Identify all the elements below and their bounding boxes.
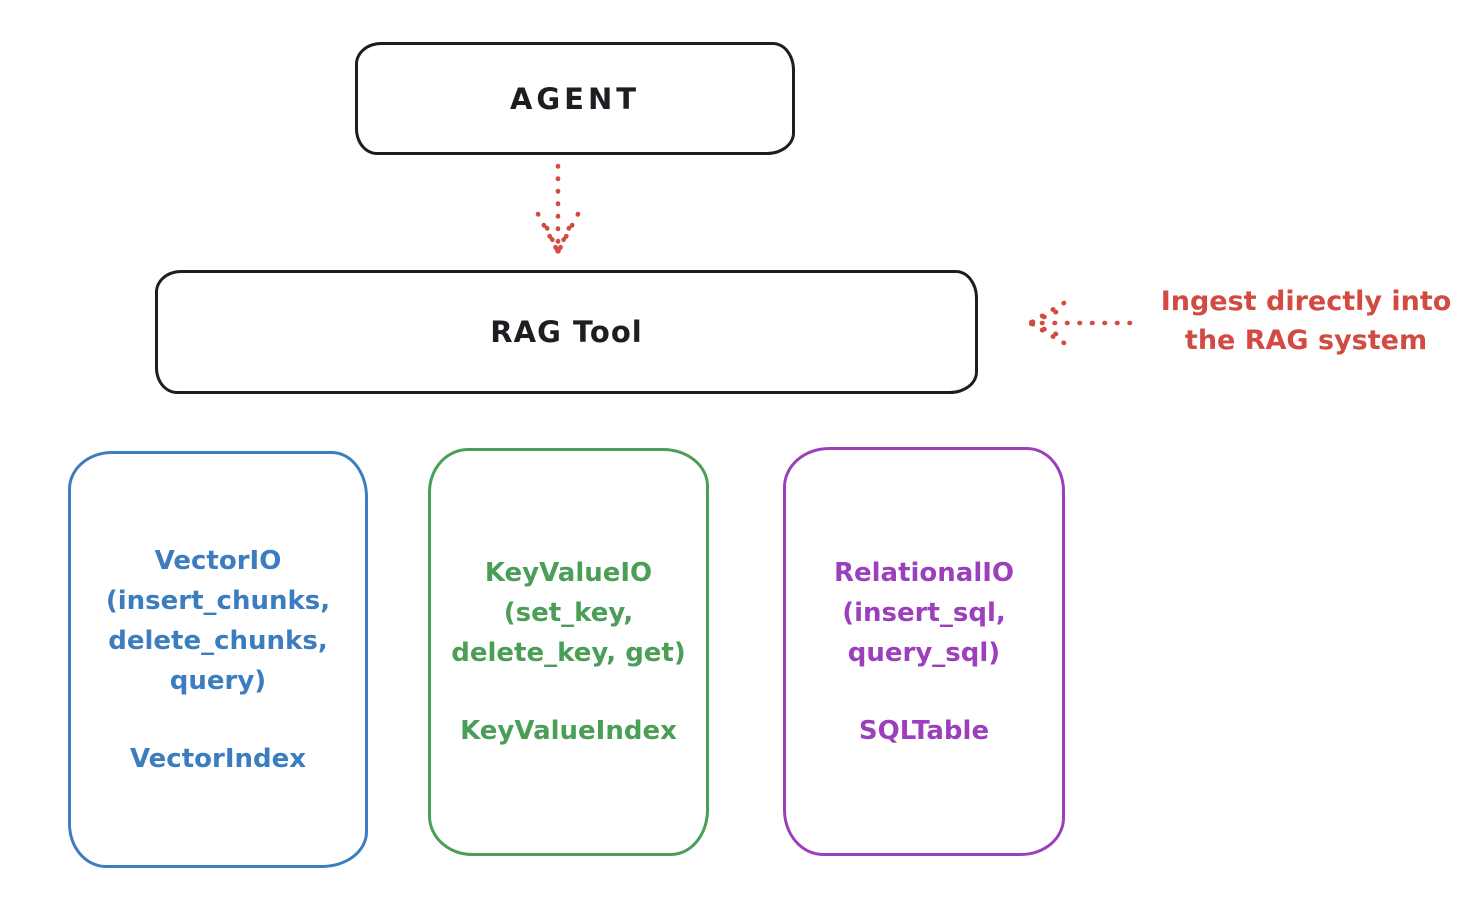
rag-tool-node: RAG Tool: [155, 270, 978, 394]
keyvalue-io-methods-line1: (set_key,: [503, 598, 634, 628]
keyvalue-io-methods-line2: delete_key, get): [451, 638, 686, 668]
vector-io-box: VectorIO (insert_chunks, delete_chunks, …: [68, 451, 368, 868]
keyvalue-io-box: KeyValueIO (set_key, delete_key, get) Ke…: [428, 448, 709, 856]
vector-io-methods-line2: delete_chunks,: [108, 625, 328, 656]
keyvalue-io-title: KeyValueIO: [484, 558, 653, 588]
vector-io-methods-line1: (insert_chunks,: [105, 585, 331, 616]
vector-io-methods-line3: query): [169, 665, 267, 696]
ingest-arrow-icon: [1027, 300, 1133, 346]
sql-table-label: SQLTable: [858, 715, 990, 746]
ingest-annotation: Ingest directly into the RAG system: [1138, 282, 1474, 360]
agent-node: AGENT: [355, 42, 795, 155]
keyvalue-index-label: KeyValueIndex: [460, 716, 677, 746]
rag-tool-label: RAG Tool: [490, 315, 643, 349]
vector-index-label: VectorIndex: [129, 743, 307, 774]
agent-label: AGENT: [509, 81, 641, 116]
relational-io-title: RelationalIO: [833, 557, 1015, 588]
relational-io-methods-line2: query_sql): [847, 637, 1001, 668]
ingest-annotation-line2: the RAG system: [1184, 325, 1428, 356]
relational-io-methods-line1: (insert_sql,: [842, 597, 1006, 628]
agent-to-rag-arrow-icon: [535, 163, 581, 255]
vector-io-title: VectorIO: [154, 545, 282, 576]
ingest-annotation-line1: Ingest directly into: [1160, 286, 1452, 317]
relational-io-box: RelationalIO (insert_sql, query_sql) SQL…: [783, 447, 1065, 856]
